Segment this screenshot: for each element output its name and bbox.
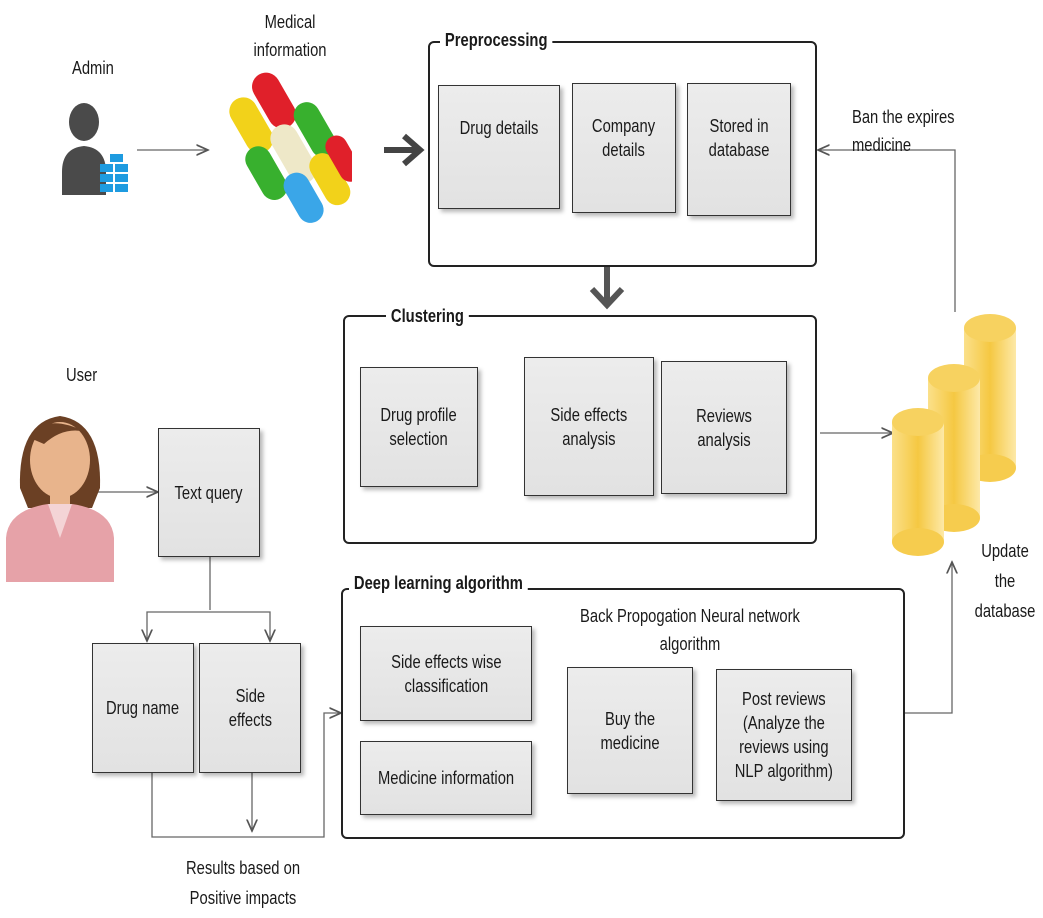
pills-icon [229, 72, 352, 223]
results-positive-impacts-label: Results based on Positive impacts [185, 858, 301, 908]
preprocessing-title: Preprocessing [440, 30, 553, 51]
side-effects-classification-node: Side effects wise classification [360, 626, 532, 721]
company-details-node: Company details [572, 83, 676, 213]
ban-expired-medicine-label: Ban the expires medicine [852, 107, 955, 155]
admin-icon [62, 103, 128, 195]
text-query-node: Text query [158, 428, 260, 557]
update-arrow [903, 562, 952, 714]
post-reviews-node: Post reviews (Analyze the reviews using … [716, 669, 852, 801]
update-database-label: Update the database [974, 541, 1036, 621]
database-icon [892, 314, 1016, 556]
drug-details-node: Drug details [438, 85, 560, 209]
query-to-sideeffects-arrow [210, 611, 270, 641]
side-effects-node: Side effects [199, 643, 301, 773]
query-to-drugname-arrow [147, 611, 210, 641]
admin-label: Admin [72, 58, 114, 78]
stored-in-database-node: Stored in database [687, 83, 791, 216]
user-label: User [66, 365, 98, 385]
medicine-information-node: Medicine information [360, 741, 532, 815]
drug-profile-selection-node: Drug profile selection [360, 367, 478, 487]
ban-arrow [818, 150, 956, 312]
results-line [151, 713, 341, 838]
to-clustering-arrow [589, 267, 625, 310]
clustering-title: Clustering [386, 306, 469, 327]
bpnn-subtitle: Back Propogation Neural network algorith… [580, 606, 800, 654]
reviews-analysis-node: Reviews analysis [661, 361, 787, 494]
drug-name-node: Drug name [92, 643, 194, 773]
side-effects-analysis-node: Side effects analysis [524, 357, 654, 496]
user-icon [6, 416, 114, 582]
deep-learning-title: Deep learning algorithm [349, 573, 528, 594]
medical-information-label: Medical information [253, 12, 327, 60]
buy-medicine-node: Buy the medicine [567, 667, 693, 794]
to-preprocessing-arrow [384, 133, 425, 167]
